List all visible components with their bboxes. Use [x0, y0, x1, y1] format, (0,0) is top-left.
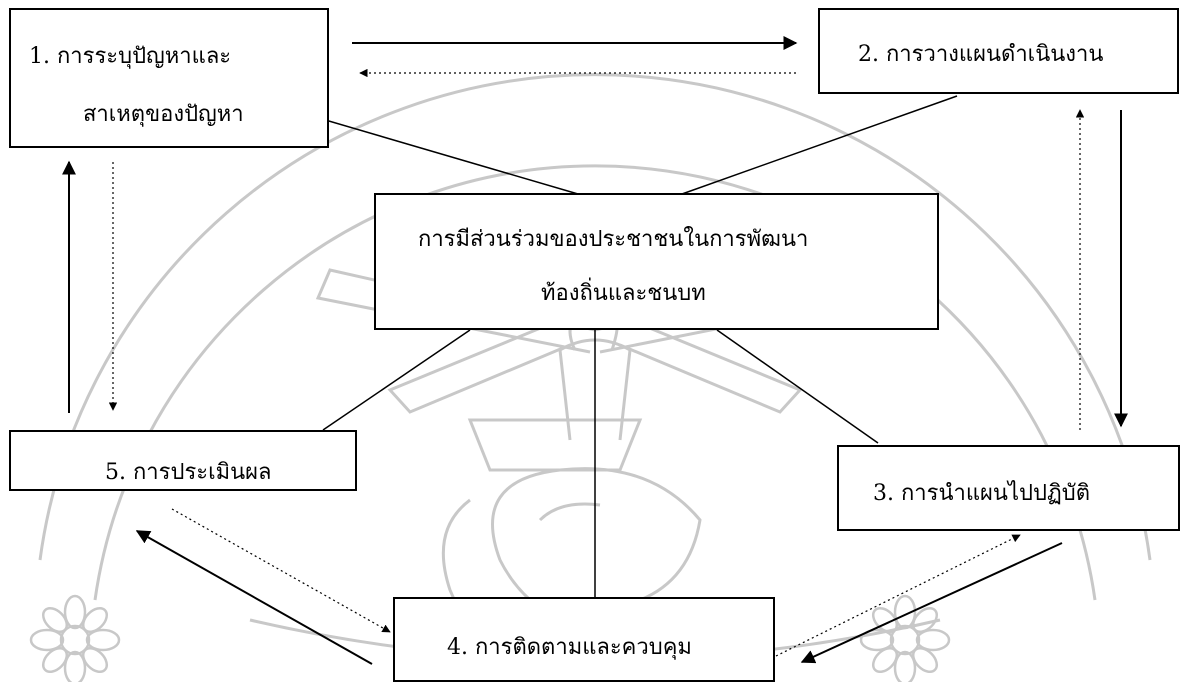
- node-problem-line2: สาเหตุของปัญหา: [83, 102, 244, 127]
- node-evaluation-label: 5. การประเมินผล: [105, 460, 272, 485]
- edge-implement-to-monitor: [800, 542, 1063, 664]
- spoke-center-planning: [681, 95, 958, 195]
- node-planning-label: 2. การวางแผนดำเนินงาน: [858, 42, 1104, 67]
- node-problem-identification: 1. การระบุปัญหาและ สาเหตุของปัญหา: [9, 8, 329, 148]
- node-implementation: 3. การนำแผนไปปฏิบัติ: [837, 445, 1180, 531]
- node-monitoring-label: 4. การติดตามและควบคุม: [447, 635, 692, 660]
- spoke-center-problem: [321, 118, 579, 195]
- node-planning: 2. การวางแผนดำเนินงาน: [818, 8, 1179, 94]
- flower-icon: [859, 594, 951, 682]
- edge-monitor-to-evaluate: [135, 530, 373, 665]
- node-center-line2: ท้องถิ่นและชนบท: [541, 281, 706, 306]
- edge-evaluate-to-monitor: [171, 508, 391, 633]
- node-evaluation: 5. การประเมินผล: [9, 430, 357, 491]
- node-problem-line1: 1. การระบุปัญหาและ: [29, 44, 232, 69]
- node-center-line1: การมีส่วนร่วมของประชาชนในการพัฒนา: [418, 227, 809, 252]
- flower-icon: [29, 594, 121, 682]
- edge-monitor-to-implement: [775, 534, 1021, 657]
- node-participation-center: การมีส่วนร่วมของประชาชนในการพัฒนา ท้องถิ…: [374, 193, 939, 330]
- node-monitoring: 4. การติดตามและควบคุม: [393, 597, 775, 682]
- node-implementation-label: 3. การนำแผนไปปฏิบัติ: [873, 481, 1090, 506]
- spoke-center-implement: [716, 329, 879, 444]
- spoke-center-evaluate: [322, 329, 471, 431]
